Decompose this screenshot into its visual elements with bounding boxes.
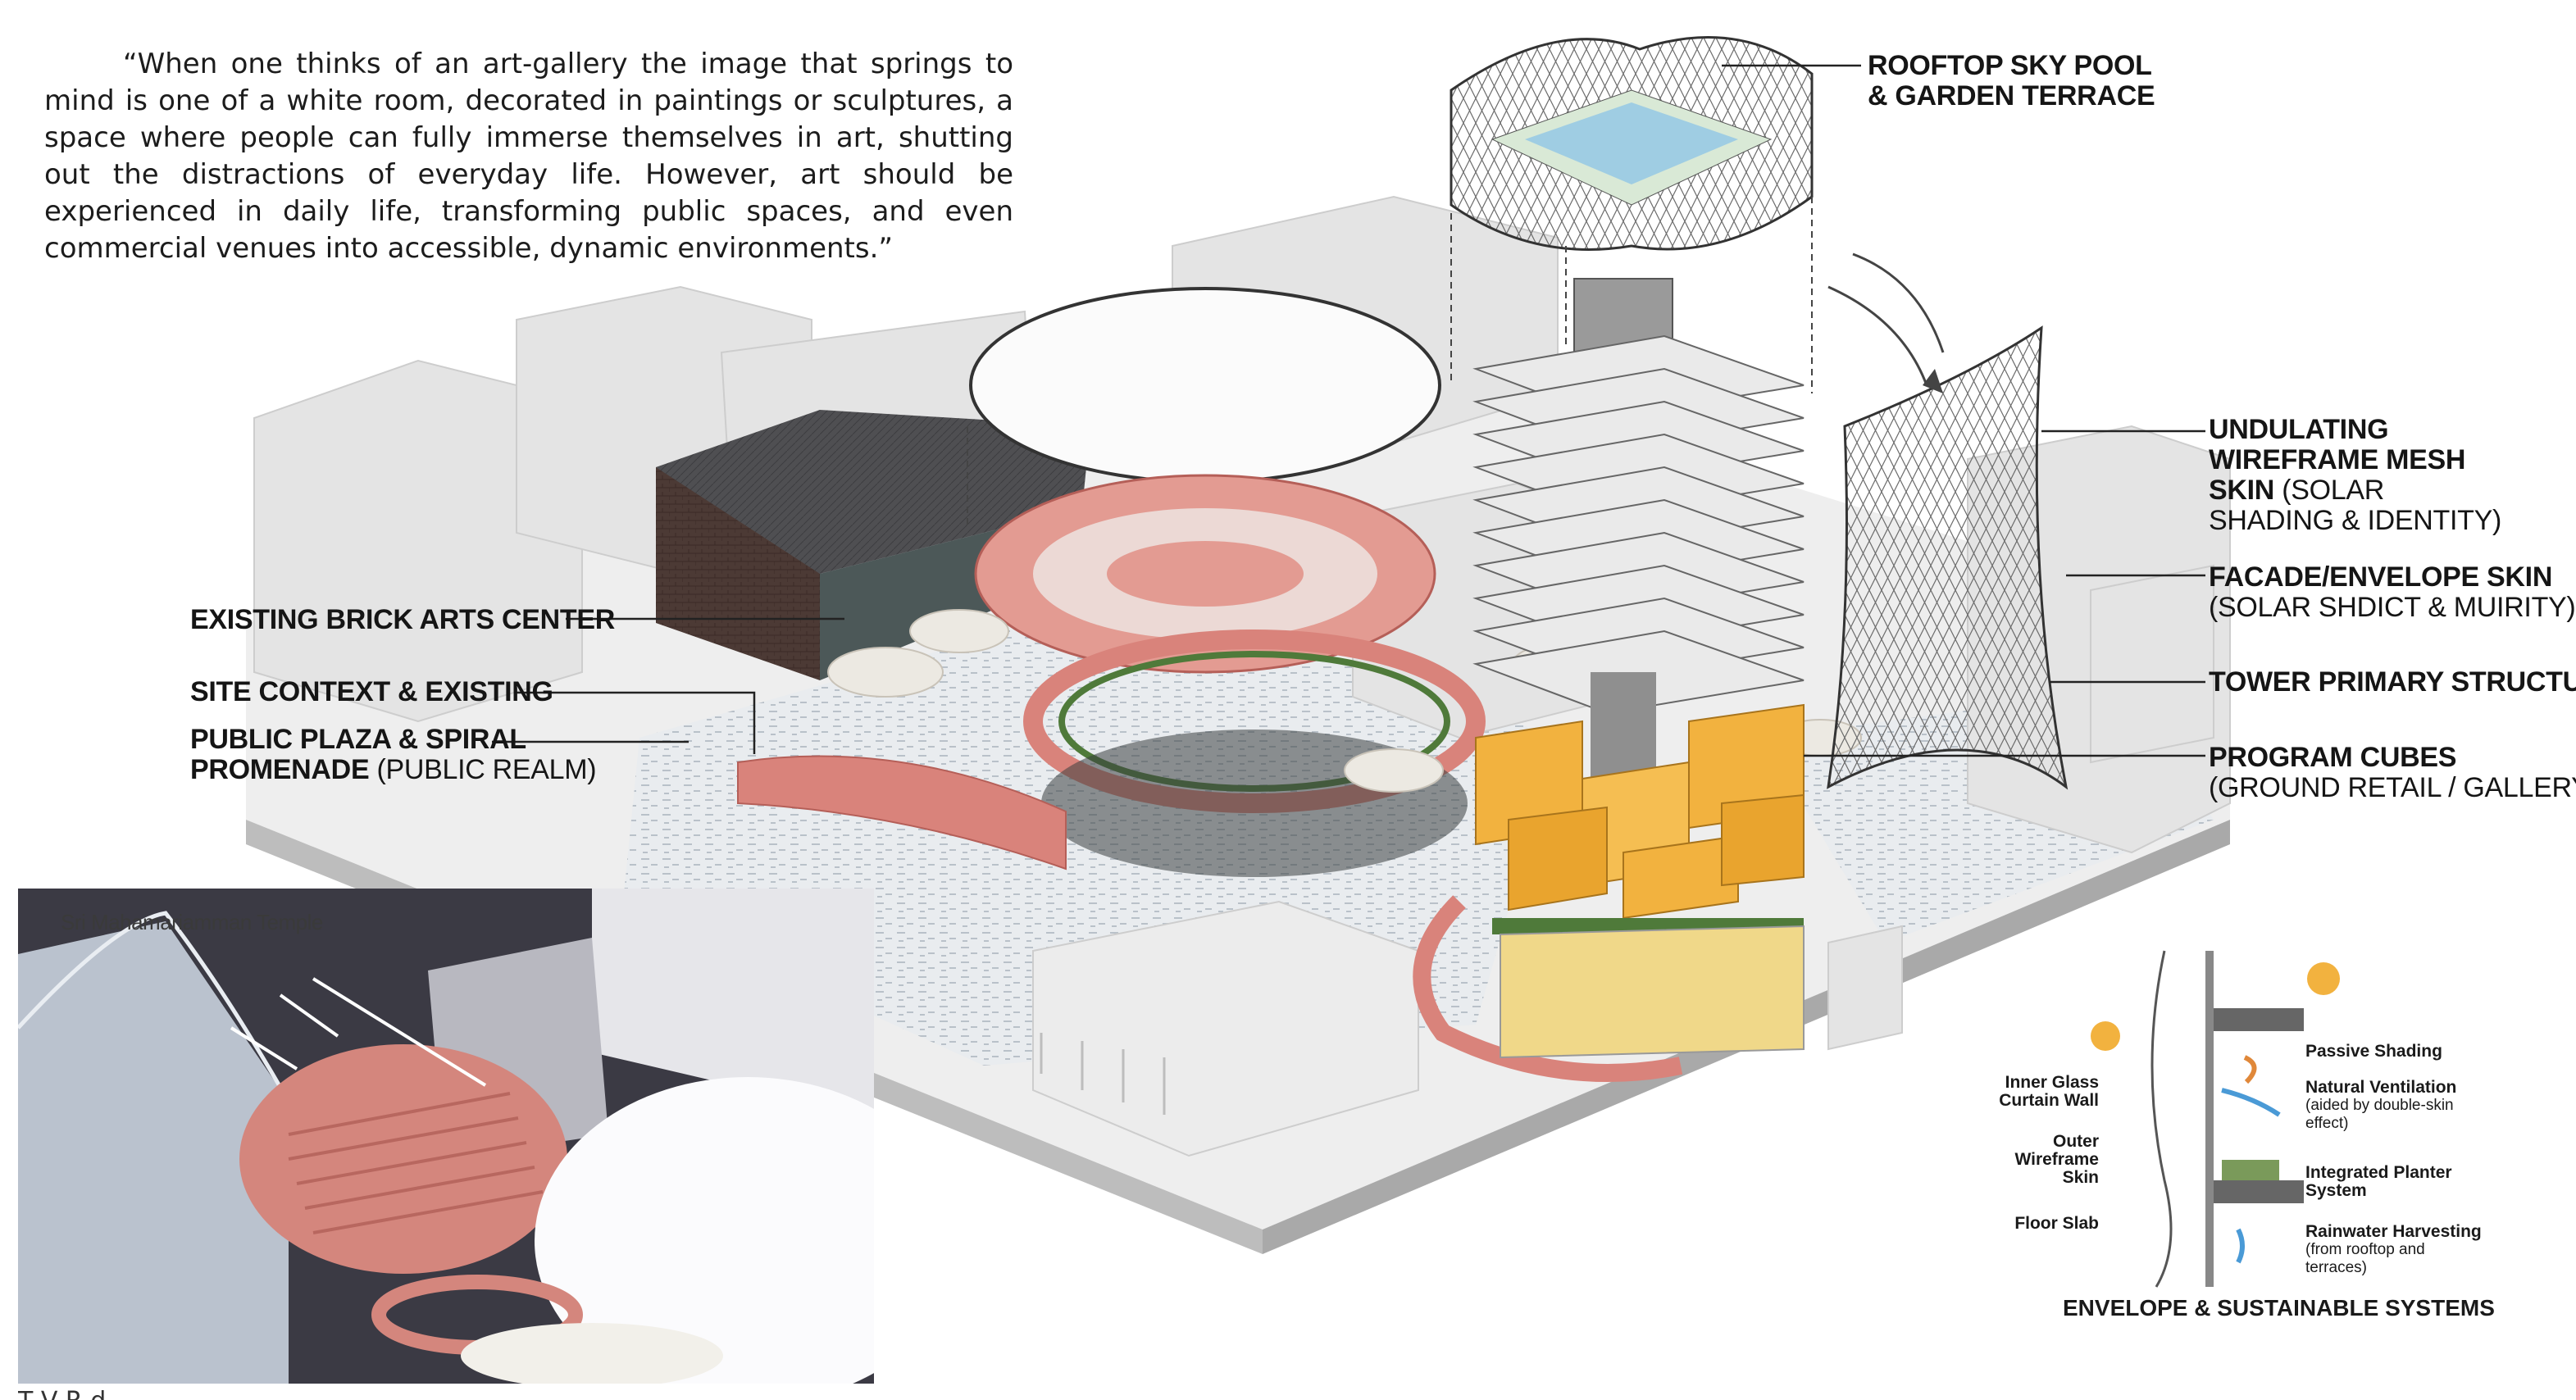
callout-mesh-line3-bold: SKIN (2209, 475, 2275, 506)
callout-mesh: UNDULATING WIREFRAME MESH SKIN (SOLAR SH… (2209, 415, 2501, 536)
inset-label: Sri Mahamariamman Temple (61, 910, 323, 934)
sys-passive-shading: Passive Shading (2305, 1042, 2442, 1061)
callout-mesh-line2: WIREFRAME MESH (2209, 444, 2466, 475)
sys-planter-line2: System (2305, 1181, 2367, 1200)
callout-plaza-line2-norm: (PUBLIC REALM) (369, 754, 597, 785)
sys-floor-slab: Floor Slab (2014, 1214, 2099, 1233)
callout-brick: EXISTING BRICK ARTS CENTER (190, 605, 615, 635)
sys-inner-glass-line2: Curtain Wall (1999, 1091, 2099, 1110)
quote-text: “When one thinks of an art-gallery the i… (44, 48, 1013, 265)
envelope-section (2091, 950, 2340, 1288)
callout-plaza: PUBLIC PLAZA & SPIRAL PROMENADE (PUBLIC … (190, 724, 597, 785)
tower (1472, 278, 1805, 836)
context-windows (1040, 1033, 1166, 1115)
callout-tower-line1: TOWER PRIMARY STRUCTURE (2209, 666, 2576, 698)
program-cubes (1475, 703, 1805, 1059)
sys-inner-glass: Inner Glass Curtain Wall (1976, 1074, 2099, 1110)
spiral-promenade (737, 474, 1683, 1082)
mesh-skin (1827, 252, 2069, 790)
callout-tower: TOWER PRIMARY STRUCTURE (2209, 667, 2576, 698)
callout-program-line1: PROGRAM CUBES (2209, 742, 2457, 773)
sys-outer-wireframe: Outer Wireframe Skin (1976, 1133, 2099, 1187)
sys-natural-ventilation-note: (aided by double-skin effect) (2305, 1097, 2454, 1132)
sys-planter: Integrated Planter System (2305, 1164, 2452, 1200)
callout-mesh-line1: UNDULATING (2209, 414, 2389, 445)
rooftop-pool-module (1450, 35, 1814, 393)
sys-outer-wireframe-line1: Outer (2052, 1132, 2099, 1151)
inset-illustration (18, 889, 874, 1384)
callout-mesh-line4: SHADING & IDENTITY) (2209, 505, 2501, 536)
sys-natural-ventilation: Natural Ventilation (aided by double-ski… (2305, 1079, 2469, 1133)
callout-program: PROGRAM CUBES (GROUND RETAIL / GALLERY) (2209, 743, 2576, 803)
callout-facade: FACADE/ENVELOPE SKIN (SOLAR SHDICT & MUI… (2209, 561, 2576, 623)
callout-plaza-line2: PROMENADE (PUBLIC REALM) (190, 754, 597, 785)
callout-plaza-line2-bold: PROMENADE (190, 754, 370, 785)
callout-rooftop: ROOFTOP SKY POOL & GARDEN TERRACE (1868, 51, 2155, 111)
floating-roof-disc (969, 287, 1441, 484)
sys-rainwater: Rainwater Harvesting (from rooftop and t… (2305, 1223, 2482, 1277)
callout-program-line2: (GROUND RETAIL / GALLERY) (2209, 772, 2576, 803)
systems-title: ENVELOPE & SUSTAINABLE SYSTEMS (2063, 1295, 2495, 1320)
callout-facade-line2: (SOLAR SHDICT & MUIRITY) (2209, 592, 2576, 623)
sys-planter-line1: Integrated Planter (2305, 1163, 2452, 1182)
callout-rooftop-line1: ROOFTOP SKY POOL (1868, 50, 2152, 81)
sys-inner-glass-line1: Inner Glass (2005, 1073, 2099, 1092)
sys-rainwater-note: (from rooftop and terraces) (2305, 1241, 2425, 1276)
callout-mesh-line3-norm: (SOLAR (2274, 475, 2384, 506)
sys-natural-ventilation-label: Natural Ventilation (2305, 1078, 2457, 1097)
leader-lines (492, 64, 2205, 757)
callout-facade-line1: FACADE/ENVELOPE SKIN (2209, 561, 2553, 593)
sys-rainwater-label: Rainwater Harvesting (2305, 1222, 2482, 1241)
callout-mesh-line3: SKIN (SOLAR (2209, 475, 2501, 506)
sys-outer-wireframe-line3: Skin (2062, 1168, 2099, 1187)
callout-site-line1: SITE CONTEXT & EXISTING (190, 676, 553, 707)
bottom-caption: T V R d (18, 1387, 106, 1400)
callout-rooftop-line2: & GARDEN TERRACE (1868, 80, 2155, 111)
callout-site: SITE CONTEXT & EXISTING (190, 677, 553, 707)
inset-view: Sri Mahamariamman Temple (18, 889, 874, 1384)
callout-plaza-line1: PUBLIC PLAZA & SPIRAL (190, 724, 526, 755)
sys-outer-wireframe-line2: Wireframe (2014, 1150, 2099, 1169)
callout-brick-line1: EXISTING BRICK ARTS CENTER (190, 604, 615, 635)
